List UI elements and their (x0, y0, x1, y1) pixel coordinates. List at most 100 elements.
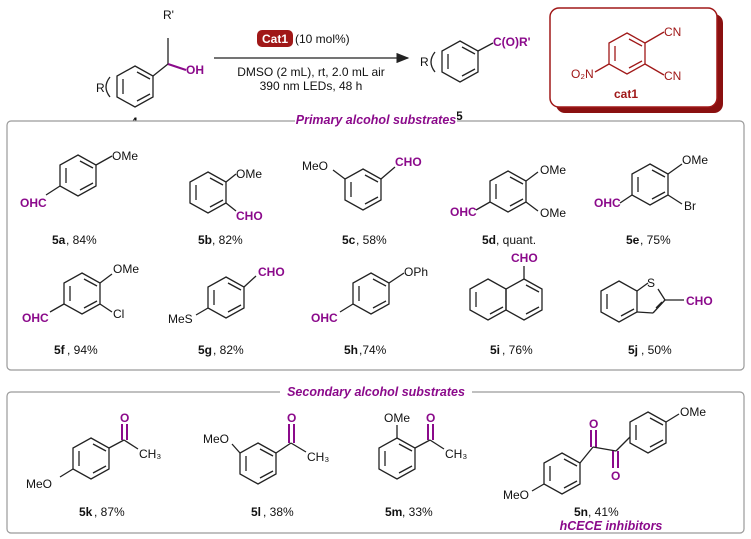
nitro-label: O₂N (571, 67, 594, 81)
label-5f: 5f (54, 343, 66, 357)
ome-label: OMe (236, 167, 262, 181)
yield-5l: , 38% (263, 505, 294, 519)
r-substituent: R (96, 81, 105, 95)
oph-label: OPh (404, 265, 428, 279)
reactant-4: R R' OH 4 (96, 8, 204, 129)
inhibitor-note: hCECE inhibitors (560, 519, 663, 533)
yield-5d: , quant. (496, 233, 536, 247)
label-5n: 5n (574, 505, 588, 519)
oxygen-label: O (589, 417, 598, 431)
structure-5e: OMe Br OHC 5e , 75% (594, 153, 708, 247)
hydroxyl-label: OH (186, 63, 204, 77)
meo-label: MeO (26, 477, 52, 491)
structure-5a: OMe OHC 5a , 84% (20, 149, 138, 247)
ome-label: OMe (682, 153, 708, 167)
ch3-label: CH₃ (445, 447, 467, 461)
catalyst-tag-text: Cat1 (262, 32, 288, 46)
yield-5i: , 76% (502, 343, 533, 357)
label-5b: 5b (198, 233, 212, 247)
structure-5m: OMe O CH₃ 5m , 33% (378, 411, 467, 519)
label-5i: 5i (490, 343, 500, 357)
ohc-label: OHC (311, 311, 338, 325)
reaction-arrow-group: Cat1 (10 mol%) DMSO (2 mL), rt, 2.0 mL a… (214, 30, 410, 93)
structure-5d: OMe OMe OHC 5d , quant. (450, 163, 566, 247)
meo-label: MeO (203, 432, 229, 446)
yield-5h: ,74% (359, 343, 387, 357)
label-5h: 5h (344, 343, 358, 357)
structure-5b: OMe CHO 5b , 82% (189, 167, 263, 247)
sulfur-label: S (647, 276, 655, 290)
product-5: R C(O)R' 5 (420, 35, 531, 123)
meo-label: MeO (302, 159, 328, 173)
label-5d: 5d (482, 233, 496, 247)
rprime-label: R' (163, 8, 174, 22)
ch3-label: CH₃ (307, 450, 329, 464)
label-5m: 5m (385, 505, 402, 519)
ome-label: OMe (680, 405, 706, 419)
ome-label: OMe (112, 149, 138, 163)
oxygen-label: O (611, 469, 620, 483)
yield-5n: , 41% (588, 505, 619, 519)
structure-5h: OPh OHC 5h ,74% (311, 265, 428, 357)
ome-label: OMe (113, 262, 139, 276)
cl-label: Cl (113, 307, 124, 321)
label-5g: 5g (198, 343, 212, 357)
yield-5m: , 33% (402, 505, 433, 519)
product-r-substituent: R (420, 55, 429, 69)
yield-5c: , 58% (356, 233, 387, 247)
structure-5k: O CH₃ MeO 5k , 87% (26, 411, 161, 519)
ome-label: OMe (540, 206, 566, 220)
br-label: Br (684, 199, 696, 213)
label-5a: 5a (52, 233, 66, 247)
cho-label: CHO (258, 265, 285, 279)
yield-5b: , 82% (212, 233, 243, 247)
structure-5j: S CHO 5j , 50% (600, 276, 713, 357)
conditions-line-1: DMSO (2 mL), rt, 2.0 mL air (237, 65, 385, 79)
ome-label: OMe (384, 411, 410, 425)
cho-label: CHO (686, 294, 713, 308)
catalyst-box: CN CN O₂N cat1 (549, 7, 723, 113)
structure-5i: CHO 5i , 76% (469, 251, 543, 357)
cn-top-label: CN (664, 25, 681, 39)
label-5c: 5c (342, 233, 356, 247)
structure-5l: MeO O CH₃ 5l , 38% (203, 411, 329, 519)
label-5l: 5l (251, 505, 261, 519)
structure-5n: O O OMe MeO 5n , 41% hCECE inhibitors (503, 405, 706, 533)
mes-label: MeS (168, 312, 193, 326)
ohc-label: OHC (22, 311, 49, 325)
oxygen-label: O (426, 411, 435, 425)
label-5e: 5e (626, 233, 640, 247)
oxygen-label: O (287, 411, 296, 425)
yield-5j: , 50% (641, 343, 672, 357)
compound-label-5: 5 (456, 109, 463, 123)
cho-label: CHO (511, 251, 538, 265)
cho-label: CHO (395, 155, 422, 169)
conditions-line-2: 390 nm LEDs, 48 h (260, 79, 363, 93)
cn-bottom-label: CN (664, 69, 681, 83)
meo-label: MeO (503, 488, 529, 502)
secondary-panel-title: Secondary alcohol substrates (287, 385, 465, 399)
catalyst-loading: (10 mol%) (295, 32, 350, 46)
product-carbonyl-group: C(O)R' (493, 35, 531, 49)
yield-5k: , 87% (94, 505, 125, 519)
primary-panel-title: Primary alcohol substrates (296, 113, 457, 127)
catalyst-name: cat1 (614, 87, 638, 101)
structure-5g: CHO MeS 5g , 82% (168, 265, 285, 357)
ohc-label: OHC (20, 196, 47, 210)
structure-5f: OMe Cl OHC 5f , 94% (22, 262, 139, 357)
yield-5a: , 84% (66, 233, 97, 247)
ch3-label: CH₃ (139, 447, 161, 461)
yield-5e: , 75% (640, 233, 671, 247)
oxygen-label: O (120, 411, 129, 425)
ohc-label: OHC (450, 205, 477, 219)
ohc-label: OHC (594, 196, 621, 210)
catalyst-tag-badge (257, 30, 293, 47)
label-5j: 5j (628, 343, 638, 357)
yield-5f: , 94% (67, 343, 98, 357)
structure-5c: MeO CHO 5c , 58% (302, 155, 422, 247)
label-5k: 5k (79, 505, 93, 519)
cho-label: CHO (236, 209, 263, 223)
yield-5g: , 82% (213, 343, 244, 357)
ome-label: OMe (540, 163, 566, 177)
